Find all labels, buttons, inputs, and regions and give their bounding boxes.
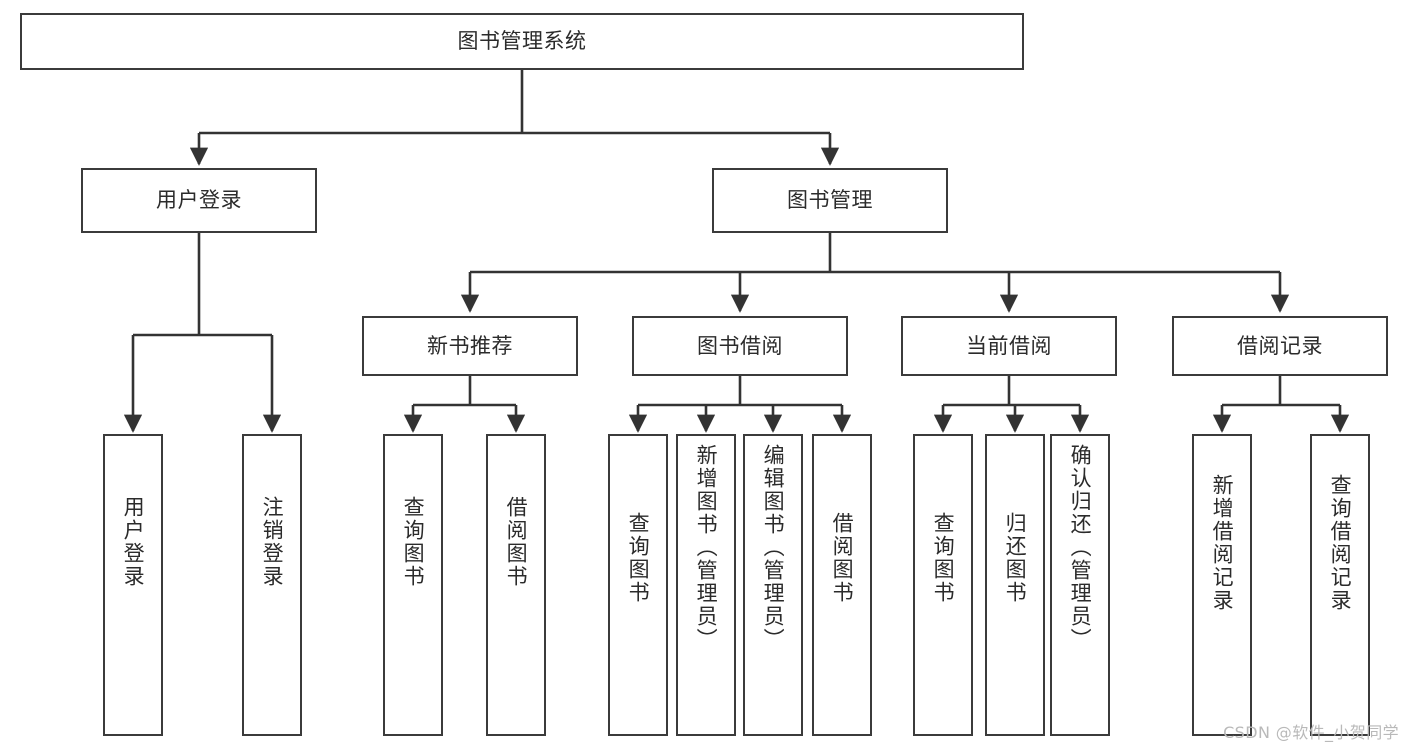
node-leaf-borrow-book-a[interactable]: 借阅图书 (486, 434, 546, 736)
node-user-login[interactable]: 用户登录 (81, 168, 317, 233)
node-leaf-user-login[interactable]: 用户登录 (103, 434, 163, 736)
node-book-borrow-label: 图书借阅 (697, 333, 783, 358)
node-leaf-borrow-book-a-label: 借阅图书 (504, 496, 529, 588)
node-leaf-query-book-b-label: 查询图书 (626, 512, 651, 604)
node-leaf-add-book-label: 新增图书（管理员） (694, 444, 719, 651)
node-leaf-edit-book[interactable]: 编辑图书（管理员） (743, 434, 803, 736)
node-leaf-query-book-c-label: 查询图书 (931, 512, 956, 604)
node-leaf-query-record-label: 查询借阅记录 (1328, 474, 1353, 612)
node-leaf-query-book-a-label: 查询图书 (401, 496, 426, 588)
node-root-label: 图书管理系统 (457, 29, 587, 54)
node-book-manage-label: 图书管理 (787, 188, 873, 213)
node-new-book-rec[interactable]: 新书推荐 (362, 316, 578, 376)
node-leaf-query-book-a[interactable]: 查询图书 (383, 434, 443, 736)
node-book-manage[interactable]: 图书管理 (712, 168, 948, 233)
node-leaf-borrow-book-b[interactable]: 借阅图书 (812, 434, 872, 736)
node-user-login-label: 用户登录 (156, 188, 242, 213)
node-leaf-add-record[interactable]: 新增借阅记录 (1192, 434, 1252, 736)
node-leaf-borrow-book-b-label: 借阅图书 (830, 512, 855, 604)
node-leaf-edit-book-label: 编辑图书（管理员） (761, 444, 786, 651)
node-leaf-logout[interactable]: 注销登录 (242, 434, 302, 736)
node-leaf-query-book-b[interactable]: 查询图书 (608, 434, 668, 736)
node-leaf-query-record[interactable]: 查询借阅记录 (1310, 434, 1370, 736)
csdn-watermark: CSDN @软件_小贺同学 (1223, 723, 1399, 742)
node-borrow-record-label: 借阅记录 (1237, 333, 1323, 358)
node-current-borrow-label: 当前借阅 (966, 333, 1052, 358)
node-borrow-record[interactable]: 借阅记录 (1172, 316, 1388, 376)
node-leaf-query-book-c[interactable]: 查询图书 (913, 434, 973, 736)
node-root[interactable]: 图书管理系统 (20, 13, 1024, 70)
node-leaf-add-book[interactable]: 新增图书（管理员） (676, 434, 736, 736)
node-leaf-user-login-label: 用户登录 (121, 496, 146, 588)
node-leaf-return-book[interactable]: 归还图书 (985, 434, 1045, 736)
node-new-book-rec-label: 新书推荐 (427, 333, 513, 358)
node-current-borrow[interactable]: 当前借阅 (901, 316, 1117, 376)
node-book-borrow[interactable]: 图书借阅 (632, 316, 848, 376)
node-leaf-add-record-label: 新增借阅记录 (1210, 474, 1235, 612)
node-leaf-confirm-return-label: 确认归还（管理员） (1068, 444, 1093, 651)
node-leaf-confirm-return[interactable]: 确认归还（管理员） (1050, 434, 1110, 736)
node-leaf-return-book-label: 归还图书 (1003, 512, 1028, 604)
node-leaf-logout-label: 注销登录 (260, 496, 285, 588)
